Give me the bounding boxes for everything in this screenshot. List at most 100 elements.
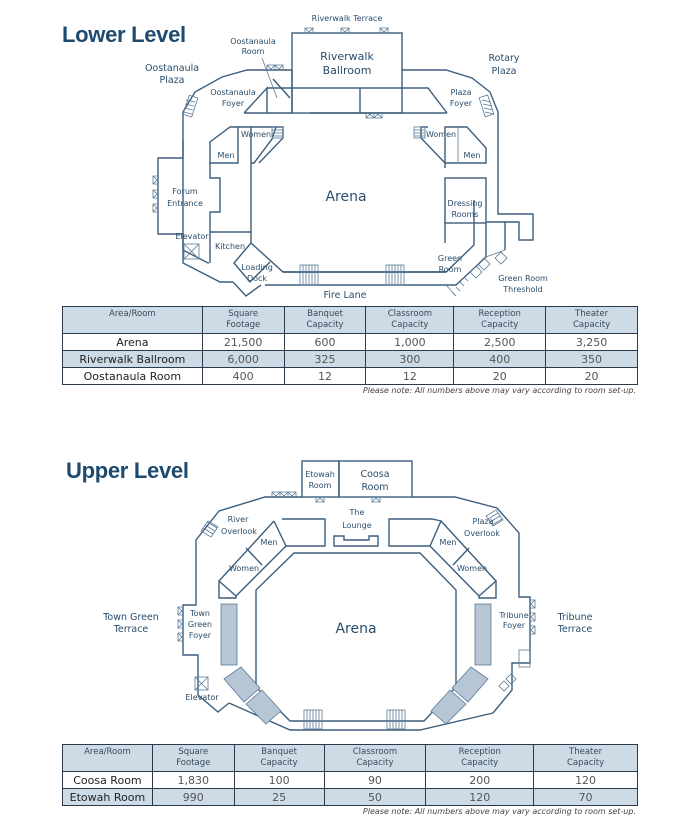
lower-level-title: Lower Level bbox=[62, 22, 186, 47]
table-row: Coosa Room 1,830 100 90 200 120 bbox=[62, 771, 638, 789]
cell-classroom: 1,000 bbox=[365, 333, 455, 351]
label-etowah-room-2: Room bbox=[309, 481, 332, 490]
header-text: Reception bbox=[478, 309, 521, 319]
label-men-left: Men bbox=[218, 151, 235, 160]
label-green-room-threshold: Green Room bbox=[498, 274, 548, 283]
label-arena-upper: Arena bbox=[335, 621, 376, 637]
cell-banquet: 600 bbox=[283, 333, 367, 351]
label-town-green-foyer-2: Green bbox=[188, 620, 212, 629]
cell-reception: 2,500 bbox=[453, 333, 547, 351]
cell-banquet: 100 bbox=[233, 771, 325, 789]
coosa-room[interactable] bbox=[338, 460, 413, 498]
label-coosa-room: Coosa bbox=[360, 469, 389, 480]
label-women-right: Women bbox=[426, 130, 456, 139]
label-rotary-plaza: Rotary bbox=[488, 53, 519, 64]
upper-level-floorplan: Etowah Room Coosa Room The Lounge River … bbox=[102, 460, 593, 731]
cell-classroom: 12 bbox=[365, 367, 455, 385]
header-text: Banquet bbox=[307, 309, 343, 319]
label-riverwalk-ballroom-line1: Riverwalk bbox=[320, 50, 374, 63]
label-forum-entrance-2: Entrance bbox=[167, 199, 203, 208]
table-row: Etowah Room 990 25 50 120 70 bbox=[62, 788, 638, 806]
label-riverwalk-ballroom-2: Ballroom bbox=[323, 64, 372, 77]
cell-theater: 120 bbox=[533, 771, 638, 789]
header-text: Theater bbox=[569, 747, 603, 757]
lower-outer-walls bbox=[157, 57, 534, 283]
elevator-icon bbox=[183, 243, 200, 260]
cell-reception: 120 bbox=[425, 788, 535, 806]
label-women-left-upper: Women bbox=[229, 564, 259, 573]
label-green-room-2: Room bbox=[439, 265, 462, 274]
label-town-green-terrace-2: Terrace bbox=[113, 624, 149, 635]
header-text: Reception bbox=[458, 747, 501, 757]
header-text: Area/Room bbox=[109, 309, 156, 319]
header-text-2: Capacity bbox=[461, 758, 499, 768]
label-green-room: Green bbox=[438, 254, 462, 263]
header-text-2: Capacity bbox=[566, 758, 605, 768]
header-text-2: Footage bbox=[226, 320, 261, 330]
upper-seating bbox=[220, 603, 492, 730]
cell-reception: 200 bbox=[425, 771, 535, 789]
label-women-right-upper: Women bbox=[457, 564, 487, 573]
lower-level-floorplan: Riverwalk Terrace Riverwalk Ballroom Oos… bbox=[145, 14, 548, 301]
label-men-right: Men bbox=[464, 151, 481, 160]
cell-classroom: 50 bbox=[323, 788, 427, 806]
label-fire-lane: Fire Lane bbox=[324, 290, 367, 301]
upper-level-title: Upper Level bbox=[66, 458, 189, 483]
label-men-right-upper: Men bbox=[440, 538, 457, 547]
label-coosa-room-2: Room bbox=[361, 482, 388, 493]
label-kitchen: Kitchen bbox=[215, 242, 245, 251]
label-riverwalk-ballroom[interactable]: Riverwalk bbox=[320, 50, 374, 63]
restroom-stairs-icons bbox=[271, 126, 426, 139]
header-text-2: Capacity bbox=[306, 320, 344, 330]
header-text: Area/Room bbox=[84, 747, 131, 757]
cell-room: Oostanaula Room bbox=[62, 367, 203, 385]
lower-table-note: Please note: All numbers above may vary … bbox=[362, 386, 636, 395]
header-text: Banquet bbox=[261, 747, 297, 757]
forum-entrance-doors bbox=[152, 175, 158, 213]
cell-banquet: 12 bbox=[283, 367, 367, 385]
stairs-icon bbox=[182, 94, 495, 118]
etowah-room[interactable] bbox=[301, 460, 340, 498]
cell-classroom: 90 bbox=[323, 771, 427, 789]
label-town-green-terrace: Town Green bbox=[102, 612, 159, 623]
label-oostanaula-plaza-2: Plaza bbox=[160, 75, 185, 86]
upper-table-note: Please note: All numbers above may vary … bbox=[362, 807, 636, 816]
cell-classroom: 300 bbox=[365, 350, 455, 368]
header-text-2: Footage bbox=[176, 758, 211, 768]
header-text-2: Capacity bbox=[572, 320, 611, 330]
label-tribune-foyer: Tribune bbox=[498, 611, 528, 620]
cell-theater: 3,250 bbox=[545, 333, 638, 351]
label-tribune-terrace: Tribune bbox=[557, 612, 593, 623]
label-oostanaula-foyer: Oostanaula bbox=[210, 88, 256, 97]
cell-reception: 20 bbox=[453, 367, 547, 385]
cell-sqft: 990 bbox=[151, 788, 235, 806]
terrace-doors bbox=[304, 27, 389, 33]
cell-room: Etowah Room bbox=[62, 788, 153, 806]
terrace-doors bbox=[177, 599, 536, 692]
label-dressing-rooms: Dressing bbox=[448, 199, 483, 208]
label-oostanaula-room: Oostanaula bbox=[230, 37, 276, 46]
cell-banquet: 25 bbox=[233, 788, 325, 806]
label-elevator-upper: Elevator bbox=[185, 693, 219, 702]
label-plaza-overlook: Plaza bbox=[472, 517, 493, 526]
lounge-area[interactable] bbox=[273, 518, 442, 547]
table-row: Oostanaula Room 400 12 12 20 20 bbox=[62, 367, 638, 385]
label-riverwalk-terrace: Riverwalk Terrace bbox=[312, 14, 383, 23]
label-etowah-room: Etowah bbox=[305, 470, 335, 479]
label-plaza-overlook-2: Overlook bbox=[464, 529, 500, 538]
label-elevator-lower: Elevator bbox=[175, 232, 209, 241]
table-row: Riverwalk Ballroom 6,000 325 300 400 350 bbox=[62, 350, 638, 368]
cell-room: Coosa Room bbox=[62, 771, 153, 789]
label-oostanaula-foyer-2: Foyer bbox=[222, 99, 245, 108]
cell-theater: 70 bbox=[533, 788, 638, 806]
label-tribune-terrace-2: Terrace bbox=[557, 624, 593, 635]
